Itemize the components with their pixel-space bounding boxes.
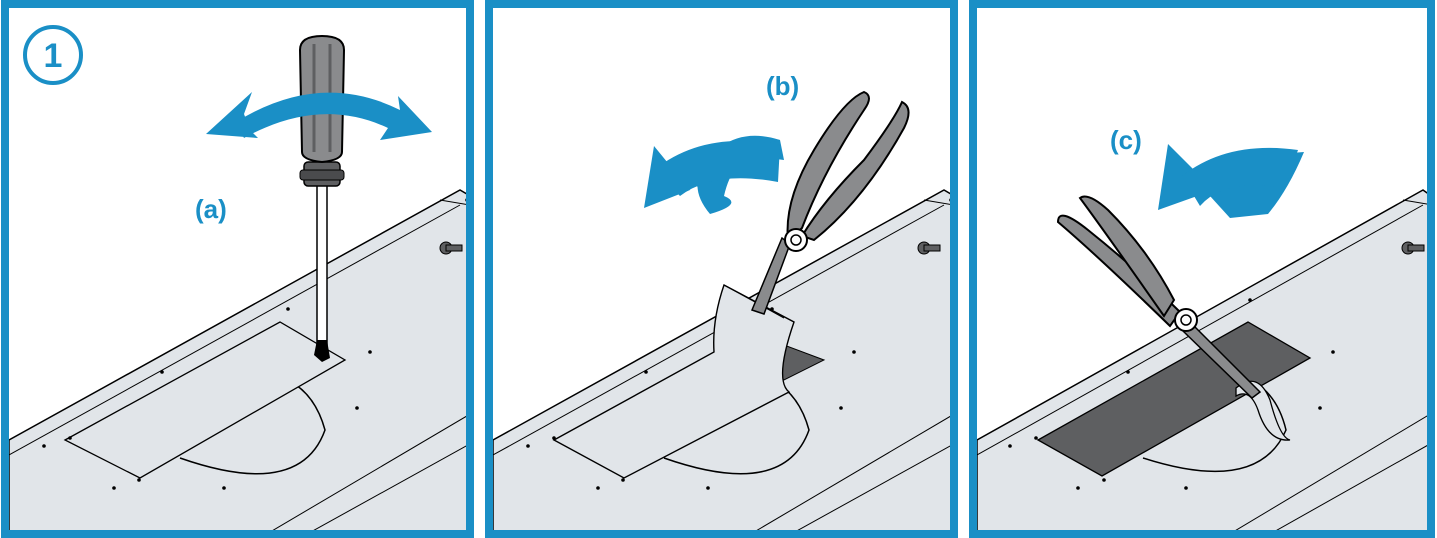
rivet-dots xyxy=(526,198,950,490)
keyhole-icon xyxy=(439,241,463,255)
panel-b-frame xyxy=(485,0,958,538)
panel-c: (c) xyxy=(969,0,1435,538)
panel-a-frame xyxy=(1,0,474,538)
panel-a: 1 (a) xyxy=(1,0,474,538)
pliers-icon xyxy=(750,90,910,315)
knockout-flap xyxy=(552,283,795,479)
panel-c-label: (c) xyxy=(1110,125,1142,155)
panel-a-label: (a) xyxy=(195,194,227,224)
rivet-dots xyxy=(42,198,466,490)
knockout-opening xyxy=(1036,321,1312,477)
step-number: 1 xyxy=(44,37,63,75)
knockout-outline xyxy=(63,321,347,479)
panel-c-frame xyxy=(969,0,1435,538)
keyhole-icon xyxy=(1401,241,1425,255)
rotate-arrow-icon xyxy=(644,135,784,214)
panel-b: (b) xyxy=(485,0,958,538)
keyhole-icon xyxy=(917,241,941,255)
panel-b-label: (b) xyxy=(766,71,799,101)
rotate-arrow-icon xyxy=(1158,144,1304,218)
pliers-icon xyxy=(1056,195,1262,399)
step-number-badge xyxy=(23,25,83,85)
rotate-arrow-icon xyxy=(206,92,432,140)
rivet-dots xyxy=(1008,198,1429,490)
